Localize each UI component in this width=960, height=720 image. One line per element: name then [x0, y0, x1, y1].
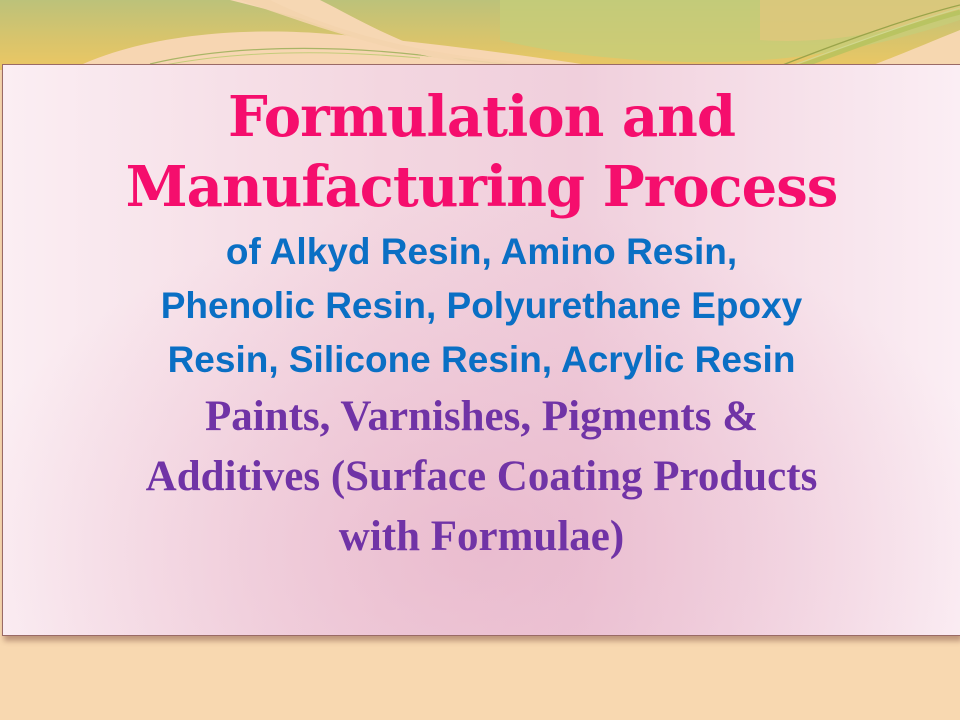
- wave-decoration-icon: [70, 0, 960, 70]
- title-card: Formulation and Manufacturing Process of…: [2, 64, 960, 636]
- tagline-line-2: Additives (Surface Coating Products: [145, 453, 818, 500]
- tagline-line-3: with Formulae): [338, 513, 625, 560]
- subtitle-line-2: Phenolic Resin, Polyurethane Epoxy: [160, 285, 803, 326]
- decorative-header-waves: [0, 0, 960, 70]
- subtitle-line-3: Resin, Silicone Resin, Acrylic Resin: [167, 339, 796, 380]
- title-line-2: Manufacturing Process: [125, 154, 839, 220]
- tagline-line-1: Paints, Varnishes, Pigments &: [204, 393, 759, 440]
- resin-list: of Alkyd Resin, Amino Resin, Phenolic Re…: [3, 222, 960, 387]
- product-tagline: Paints, Varnishes, Pigments & Additives …: [3, 387, 960, 567]
- subtitle-line-1: of Alkyd Resin, Amino Resin,: [225, 231, 738, 272]
- page-title: Formulation and Manufacturing Process: [3, 65, 960, 222]
- title-line-1: Formulation and: [228, 84, 736, 150]
